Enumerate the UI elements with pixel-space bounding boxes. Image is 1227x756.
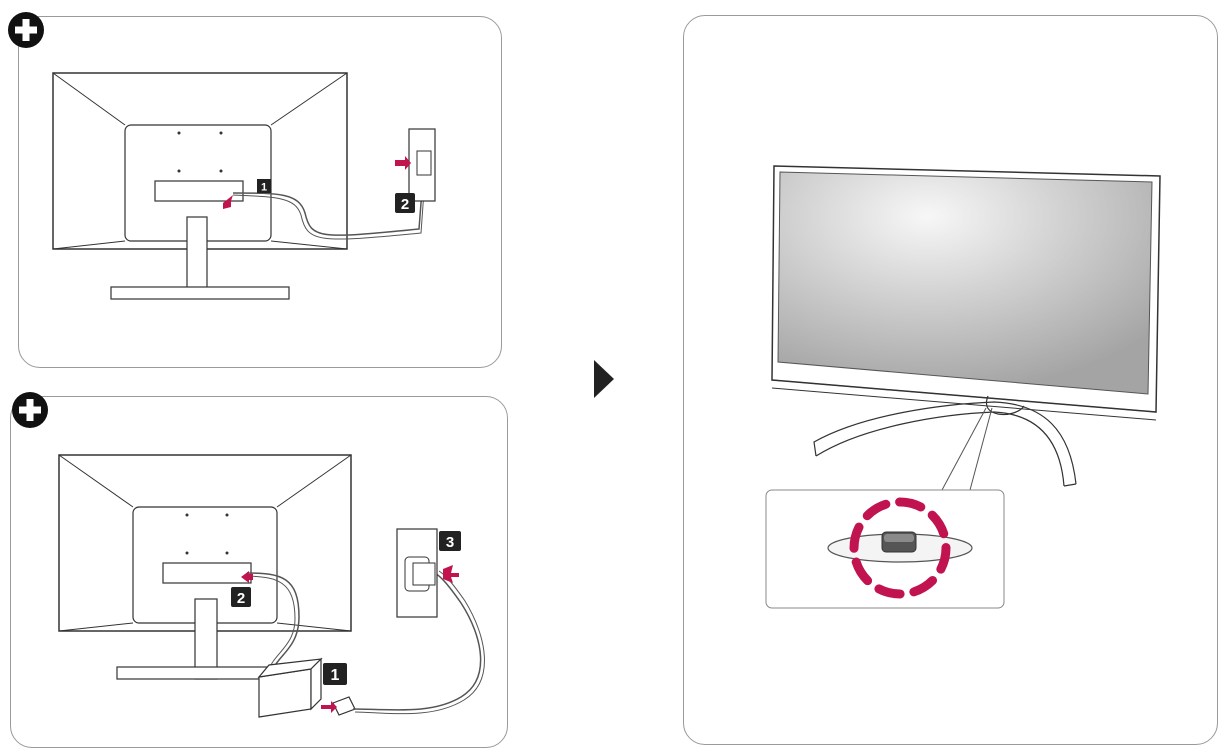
insert-arrow: [395, 156, 411, 170]
step-2-label: 2: [237, 590, 245, 607]
step-panel-adapter-cable: 1 2: [18, 16, 502, 368]
monitor-back-illustration: 1 2: [52, 72, 436, 300]
highlight-ring: [849, 497, 951, 599]
next-arrow-icon: [594, 360, 614, 398]
plus-icon: [6, 10, 46, 50]
step-2-label: 2: [401, 196, 409, 213]
step-number-badge: [439, 531, 461, 551]
insert-arrow: [223, 195, 233, 209]
step-number-badge: [257, 179, 271, 193]
monitor-front-illustration: [765, 165, 1161, 609]
step-panel-adapter-cord: 1 2 3: [10, 396, 508, 748]
insert-arrow: [241, 571, 253, 583]
monitor-back-illustration: 1 2 3: [58, 454, 485, 718]
step-3-label: 3: [446, 534, 454, 551]
insert-arrow: [443, 565, 459, 583]
step-number-badge: [231, 587, 251, 607]
step-1-label: 1: [331, 667, 340, 684]
step-1-label: 1: [261, 182, 267, 194]
insert-arrow: [321, 701, 337, 713]
step-number-badge: [395, 193, 415, 213]
step-panel-power-on: [683, 15, 1218, 745]
step-number-badge: [323, 663, 347, 685]
plus-icon: [10, 390, 50, 430]
